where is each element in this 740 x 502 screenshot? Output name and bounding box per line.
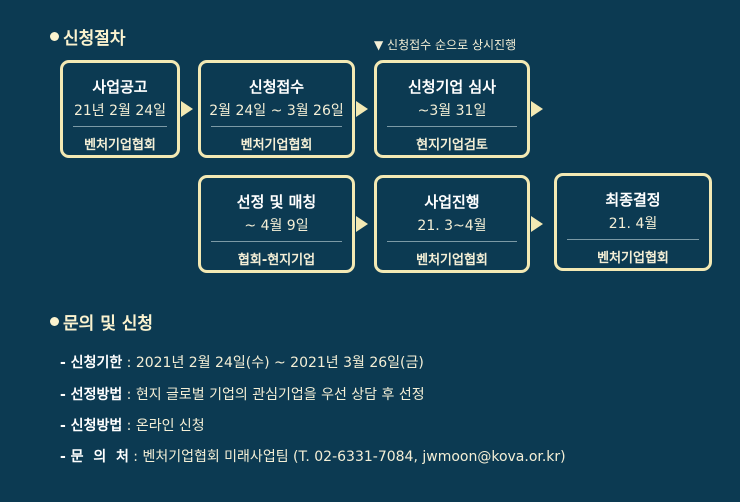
step-box-2: 신청접수 2월 24일 ~ 3월 26일 벤처기업협회 xyxy=(198,60,355,158)
arrow-right-icon xyxy=(531,216,543,232)
section-title-inquiry: 문의 및 신청 xyxy=(50,309,153,334)
info-value: : 온라인 신청 xyxy=(122,418,205,434)
step-date: ~3월 31일 xyxy=(417,103,487,119)
arrow-right-icon xyxy=(356,101,368,117)
step-org: 벤처기업협회 xyxy=(84,138,156,153)
info-label: - 선정방법 xyxy=(60,387,123,403)
step-divider xyxy=(73,126,167,127)
step-title: 신청접수 xyxy=(248,78,305,96)
step-divider xyxy=(211,241,342,242)
info-value: : 벤처기업협회 미래사업팀 (T. 02-6331-7084, jwmoon@… xyxy=(128,449,566,465)
arrow-right-icon xyxy=(356,216,368,232)
info-deadline: - 신청기한 : 2021년 2월 24일(수) ~ 2021년 3월 26일(… xyxy=(60,352,424,372)
procedure-note: ▼ 신청접수 순으로 상시진행 xyxy=(374,38,517,52)
step-org: 협회-현지기업 xyxy=(237,253,316,268)
step-title: 사업진행 xyxy=(424,193,480,211)
step-box-6: 최종결정 21. 4월 벤처기업협회 xyxy=(554,173,712,271)
step-divider xyxy=(211,126,342,127)
step-title: 선정 및 매칭 xyxy=(236,193,317,211)
arrow-right-icon xyxy=(531,101,543,117)
step-date: ~ 4월 9일 xyxy=(244,218,309,234)
info-value: : 현지 글로벌 기업의 관심기업을 우선 상담 후 선정 xyxy=(122,387,425,403)
step-date: 21년 2월 24일 xyxy=(73,103,167,119)
inquiry-title: 문의 및 신청 xyxy=(63,314,154,334)
step-org: 벤처기업협회 xyxy=(240,138,313,153)
step-divider xyxy=(387,126,517,127)
info-value: : 2021년 2월 24일(수) ~ 2021년 3월 26일(금) xyxy=(122,355,424,371)
step-title: 사업공고 xyxy=(92,78,148,96)
step-date: 2월 24일 ~ 3월 26일 xyxy=(209,103,344,119)
step-date: 21. 4월 xyxy=(608,216,658,232)
step-divider xyxy=(567,239,699,240)
info-label: - 신청기한 xyxy=(60,355,123,371)
info-selection: - 선정방법 : 현지 글로벌 기업의 관심기업을 우선 상담 후 선정 xyxy=(60,384,425,404)
step-box-4: 선정 및 매칭 ~ 4월 9일 협회-현지기업 xyxy=(198,175,355,273)
info-contact: - 문 의 처 : 벤처기업협회 미래사업팀 (T. 02-6331-7084,… xyxy=(60,446,566,466)
step-box-1: 사업공고 21년 2월 24일 벤처기업협회 xyxy=(60,60,180,158)
step-divider xyxy=(387,241,517,242)
procedure-title: 신청절차 xyxy=(63,29,126,49)
step-box-5: 사업진행 21. 3~4월 벤처기업협회 xyxy=(374,175,530,273)
step-title: 최종결정 xyxy=(605,191,661,209)
step-org: 현지기업검토 xyxy=(416,138,488,153)
bullet-icon xyxy=(50,317,59,326)
step-org: 벤처기업협회 xyxy=(416,253,488,268)
info-label: - 문 의 처 xyxy=(60,449,129,465)
arrow-right-icon xyxy=(181,101,193,117)
section-title-procedure: 신청절차 xyxy=(50,24,126,49)
bullet-icon xyxy=(50,32,59,41)
step-box-3: 신청기업 심사 ~3월 31일 현지기업검토 xyxy=(374,60,530,158)
info-label: - 신청방법 xyxy=(60,418,123,434)
info-method: - 신청방법 : 온라인 신청 xyxy=(60,415,205,435)
step-title: 신청기업 심사 xyxy=(407,78,497,96)
step-date: 21. 3~4월 xyxy=(417,218,487,234)
step-org: 벤처기업협회 xyxy=(597,251,669,266)
